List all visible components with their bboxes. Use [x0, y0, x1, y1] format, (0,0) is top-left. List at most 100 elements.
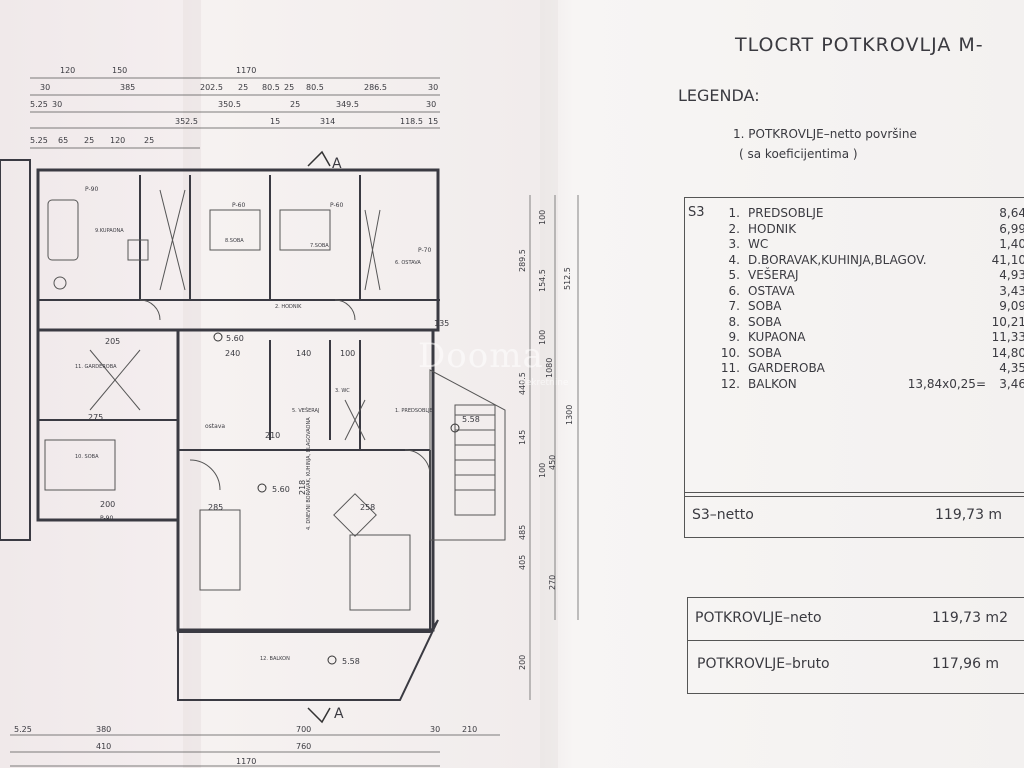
- room-title: PREDSOBLJE: [748, 206, 824, 220]
- room-title: OSTAVA: [748, 283, 795, 298]
- dim-label: 286.5: [364, 83, 387, 92]
- dim-label: 135: [434, 319, 449, 328]
- room-label: 3. WC: [335, 388, 350, 394]
- room-name: 2.HODNIK: [716, 221, 797, 238]
- dim-label: 5.25: [30, 136, 48, 145]
- dim-label: 240: [225, 349, 240, 358]
- dim-label: 25: [284, 83, 294, 92]
- room-row: 4.D.BORAVAK,KUHINJA,BLAGOV.41,10: [716, 253, 1024, 269]
- right-dimension-lines: [529, 195, 579, 700]
- dim-label: 258: [360, 503, 375, 512]
- room-title: WC: [748, 237, 769, 251]
- level-label: 5.58: [462, 415, 480, 424]
- room-number: 1.: [728, 206, 740, 220]
- room-name: 3.WC: [716, 237, 769, 253]
- dim-label: 65: [58, 136, 68, 145]
- opening-label: P-60: [330, 202, 343, 209]
- s3-netto-label: S3–netto: [692, 507, 754, 523]
- dim-label: 314: [320, 117, 335, 126]
- room-number: 9.: [728, 330, 740, 344]
- opening-label: P-70: [418, 247, 431, 254]
- room-label: 2. HODNIK: [275, 304, 302, 310]
- dim-label: 30: [40, 83, 50, 92]
- room-row: 5.VEŠERAJ 4,93: [716, 268, 1024, 284]
- room-name: 7. SOBA: [716, 299, 782, 315]
- dim-label: 440.5: [518, 372, 527, 395]
- room-number: 2.: [728, 221, 740, 236]
- potkrovlje-neto-value: 119,73 m2: [932, 610, 1008, 626]
- watermark-sub: nekretnine: [520, 378, 569, 388]
- dim-label: 5.25: [14, 725, 32, 734]
- dim-label: 25: [144, 136, 154, 145]
- potkrovlje-bruto-box: [687, 640, 1024, 694]
- room-title: SOBA: [748, 345, 782, 360]
- dim-label: 25: [238, 83, 248, 92]
- drawing-title: TLOCRT POTKROVLJA M-: [735, 34, 984, 56]
- dim-label: 30: [430, 725, 440, 734]
- opening-label: P-90: [100, 515, 113, 522]
- room-label: 9.KUPAONA: [95, 228, 124, 234]
- dim-label: 200: [100, 500, 115, 509]
- room-label: 6. OSTAVA: [395, 260, 421, 266]
- dim-label: 352.5: [175, 117, 198, 126]
- room-name: 6. OSTAVA: [716, 284, 795, 300]
- room-title: SOBA: [748, 299, 782, 313]
- unit-tag: S3: [688, 205, 705, 220]
- room-area: 4,93: [999, 268, 1024, 282]
- potkrovlje-neto-label: POTKROVLJE–neto: [695, 610, 822, 626]
- room-name: 5.VEŠERAJ: [716, 268, 799, 284]
- room-number: 6.: [728, 283, 740, 298]
- room-calc: 13,84x0,25=: [907, 376, 986, 391]
- dim-label: 30: [426, 100, 436, 109]
- top-dimension-lines: [30, 77, 440, 149]
- room-title: KUPAONA: [748, 330, 806, 344]
- dim-label: 120: [60, 66, 75, 75]
- dim-label: 349.5: [336, 100, 359, 109]
- dim-label: 450: [548, 455, 557, 470]
- room-name: 11.GARDEROBA: [716, 361, 825, 377]
- room-area: 6,99: [999, 221, 1024, 236]
- dim-label: 1080: [545, 358, 554, 378]
- dim-label: 100: [538, 210, 547, 225]
- room-label: 8.SOBA: [225, 238, 244, 244]
- section-label: A: [332, 156, 342, 172]
- plan-misc-labels: P-90 P-60 P-60 P-70 P-90 240 140 100 275…: [85, 186, 449, 522]
- section-marker: A A: [307, 150, 344, 724]
- dim-label: 118.5: [400, 117, 423, 126]
- level-label: 5.60: [226, 334, 244, 343]
- room-title: VEŠERAJ: [748, 268, 799, 282]
- room-number: 10.: [720, 345, 740, 360]
- room-name: 9. KUPAONA: [716, 330, 806, 346]
- dim-label: 1170: [236, 66, 256, 75]
- room-area: 3,46: [999, 376, 1024, 391]
- potkrovlje-bruto-label: POTKROVLJE–bruto: [697, 656, 830, 672]
- room-label: 4. DNEVNI BORAVAK, KUHINJA, BLAGOVAONA: [306, 417, 312, 530]
- room-title: SOBA: [748, 314, 782, 329]
- dim-label: 205: [105, 337, 120, 346]
- room-label: 11. GARDEROBA: [75, 364, 117, 370]
- dim-label: 30: [428, 83, 438, 92]
- dim-label: 512.5: [563, 267, 572, 290]
- room-labels: 9.KUPAONA 8.SOBA 7.SOBA 6. OSTAVA 2. HOD…: [75, 228, 433, 662]
- room-label: 7.SOBA: [310, 243, 329, 249]
- room-number: 7.: [728, 299, 740, 313]
- room-title: D.BORAVAK,KUHINJA,BLAGOV.: [748, 252, 927, 267]
- dim-label: 202.5: [200, 83, 223, 92]
- top-dimension-text: 120 150 1170 30 385 202.5 25 80.5 25 80.…: [30, 66, 438, 145]
- dim-label: 350.5: [218, 100, 241, 109]
- dim-label: 5.25: [30, 100, 48, 109]
- dim-label: 15: [428, 117, 438, 126]
- room-row: 2.HODNIK 6,99: [716, 222, 1024, 238]
- opening-label: P-60: [232, 202, 245, 209]
- level-label: 5.58: [342, 657, 360, 666]
- dim-label: 210: [462, 725, 477, 734]
- room-label: 12. BALKON: [260, 656, 290, 662]
- dim-label: 100: [538, 330, 547, 345]
- dim-label: 200: [518, 655, 527, 670]
- fixtures: [44, 189, 506, 611]
- room-name: 4.D.BORAVAK,KUHINJA,BLAGOV.: [716, 253, 927, 269]
